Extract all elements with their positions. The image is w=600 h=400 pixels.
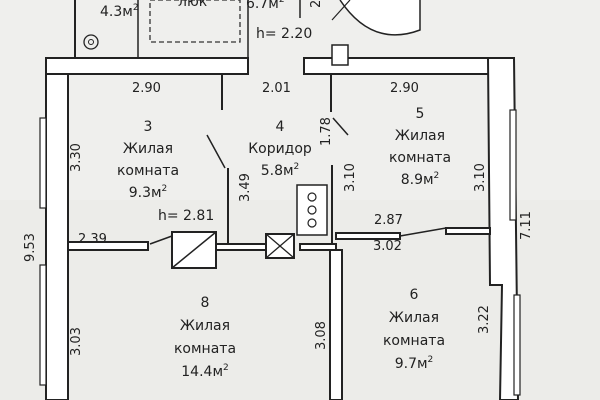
- dim-2-39: 2.39: [78, 232, 107, 247]
- hatch-box: [149, 0, 241, 43]
- wall-left-outer: [45, 59, 69, 400]
- svg-text:4: 4: [276, 119, 285, 135]
- dim-2-01: 2.01: [262, 81, 291, 96]
- wall-mid-center-right: [299, 243, 337, 251]
- svg-text:Жилая: Жилая: [123, 141, 173, 157]
- dim-2-90-left: 2.90: [132, 81, 161, 96]
- room-4-label: 4 Коридор 5.8м2: [248, 119, 312, 179]
- bathtub-icon: [339, 0, 421, 36]
- svg-text:6: 6: [410, 287, 419, 303]
- sink-icon: [83, 34, 99, 50]
- dim-3-02: 3.02: [373, 239, 402, 254]
- svg-text:8.9м2: 8.9м2: [401, 171, 440, 188]
- wall-room8-room6: [329, 249, 343, 400]
- dim-3-08: 3.08: [314, 321, 329, 350]
- svg-text:Жилая: Жилая: [389, 310, 439, 326]
- svg-text:комната: комната: [174, 341, 236, 357]
- dim-3-10-room5: 3.10: [473, 163, 488, 192]
- door-room5: [332, 117, 349, 136]
- drain-icon: [88, 39, 94, 45]
- dim-3-49: 3.49: [238, 173, 253, 202]
- window-right-upper: [509, 109, 517, 221]
- dim-1-78: 1.78: [319, 117, 334, 146]
- burner-1: [307, 192, 317, 202]
- top-height-label: h= 2.20: [256, 26, 312, 42]
- burner-3: [307, 218, 317, 228]
- wall-mid-center: [215, 243, 273, 251]
- svg-text:3: 3: [144, 119, 153, 135]
- walls: [39, 44, 521, 400]
- top-left-area: 4.3м2: [100, 3, 139, 20]
- room-8-label: 8 Жилая комната 14.4м2: [174, 295, 236, 380]
- top-area: 4.3м2 люк 6.7м2 2 h= 2.20: [74, 0, 421, 58]
- closet-label: люк: [178, 0, 207, 10]
- dim-3-30: 3.30: [69, 143, 84, 172]
- dim-7-11: 7.11: [519, 211, 534, 240]
- dim-9-53: 9.53: [23, 233, 38, 262]
- room-5-label: 5 Жилая комната 8.9м2: [389, 106, 451, 188]
- top-mid-area: 6.7м2: [246, 0, 285, 12]
- window-left-lower: [39, 264, 47, 386]
- wall-room5-room6-right: [445, 227, 491, 235]
- svg-text:5.8м2: 5.8м2: [261, 162, 300, 179]
- svg-text:Жилая: Жилая: [395, 128, 445, 144]
- svg-text:комната: комната: [383, 333, 445, 349]
- svg-text:комната: комната: [117, 163, 179, 179]
- dim-2-87: 2.87: [374, 213, 403, 228]
- svg-text:8: 8: [201, 295, 210, 311]
- door-room3: [206, 134, 226, 169]
- svg-text:5: 5: [416, 106, 425, 122]
- shaft-large-diagonal: [171, 231, 217, 269]
- dim-3-03: 3.03: [69, 327, 84, 356]
- dim-2-90-right: 2.90: [390, 81, 419, 96]
- height-label-2-81: h= 2.81: [158, 208, 214, 224]
- room-3-label: 3 Жилая комната 9.3м2: [117, 119, 179, 201]
- svg-text:Коридор: Коридор: [248, 141, 312, 157]
- burner-2: [307, 205, 317, 215]
- svg-text:Жилая: Жилая: [180, 318, 230, 334]
- door-swing-top: [331, 0, 351, 21]
- wall-top-left: [45, 57, 249, 75]
- top-mid-dim: 2: [309, 0, 324, 8]
- door-room8: [149, 235, 173, 245]
- svg-text:комната: комната: [389, 150, 451, 166]
- svg-text:14.4м2: 14.4м2: [181, 363, 228, 380]
- room-6-label: 6 Жилая комната 9.7м2: [383, 287, 445, 372]
- shaft-small-diag-2: [265, 233, 295, 259]
- vent-shaft: [331, 44, 349, 66]
- dim-3-22: 3.22: [477, 305, 492, 334]
- wall-room3-room8-left: [67, 241, 149, 251]
- window-left-upper: [39, 117, 47, 209]
- dimensions: 2.90 2.01 2.90 1.78 3.30 9.53 3.49 3.10 …: [23, 81, 534, 356]
- svg-text:9.3м2: 9.3м2: [129, 184, 168, 201]
- door-room6: [399, 227, 447, 237]
- window-right-lower: [513, 294, 521, 396]
- svg-text:9.7м2: 9.7м2: [395, 355, 434, 372]
- dim-3-10-corridor: 3.10: [343, 163, 358, 192]
